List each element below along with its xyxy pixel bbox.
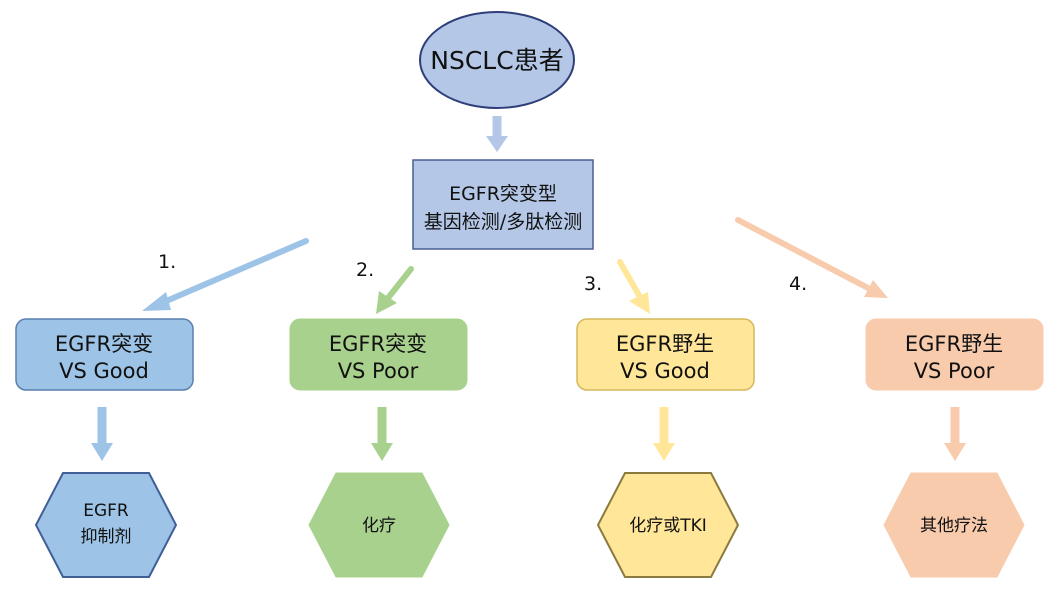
arrow-start-to-test: [486, 116, 508, 152]
branch-4-number: 4.: [789, 273, 807, 295]
branch-4-down-arrow: [944, 407, 966, 461]
branch-4-treatment-hexagon: [883, 472, 1025, 578]
branch-2-category-line2: VS Poor: [338, 359, 419, 383]
branch-2-arrow: [376, 266, 414, 314]
branch-4-arrow: [735, 217, 888, 298]
branch-3-category-box: [576, 318, 755, 391]
branch-1-treatment-hexagon: [34, 472, 178, 578]
branch-3-category-line2: VS Good: [620, 359, 710, 383]
test-node-line1: EGFR突变型: [449, 183, 557, 205]
branch-3-treatment-line1: 化疗或TKI: [629, 516, 707, 536]
branch-2-down-arrow: [371, 407, 393, 461]
branch-4-category-box: [865, 318, 1044, 391]
start-node-shape: [419, 11, 575, 109]
branch-1-category-line2: VS Good: [59, 359, 149, 383]
branch-1-category-line1: EGFR突变: [55, 332, 153, 356]
branch-4-treatment-line1: 其他疗法: [920, 516, 988, 536]
branch-3-number: 3.: [584, 273, 602, 295]
branch-2-category-box: [289, 318, 468, 391]
branch-1-treatment-line1: EGFR: [83, 501, 129, 521]
branch-4-category-line1: EGFR野生: [905, 332, 1003, 356]
branch-1-treatment-line2: 抑制剂: [81, 527, 132, 547]
branch-1-number: 1.: [158, 251, 176, 273]
test-node-line2: 基因检测/多肽检测: [424, 211, 582, 233]
test-node-shape: [412, 159, 594, 250]
branch-4-category-line2: VS Poor: [914, 359, 995, 383]
branch-2-category-line1: EGFR突变: [329, 332, 427, 356]
branch-2-number: 2.: [356, 259, 374, 281]
branch-3-category-line1: EGFR野生: [616, 332, 714, 356]
branch-3-treatment-hexagon: [596, 472, 740, 578]
branch-1-down-arrow: [91, 407, 113, 461]
branch-1-category-box: [15, 318, 194, 391]
branch-2-treatment-line1: 化疗: [362, 516, 396, 536]
branch-3-arrow: [617, 259, 650, 314]
branch-2-treatment-hexagon: [308, 472, 450, 578]
start-node-label: NSCLC患者: [430, 46, 563, 75]
branch-1-arrow: [142, 238, 309, 311]
branch-3-down-arrow: [653, 407, 675, 461]
